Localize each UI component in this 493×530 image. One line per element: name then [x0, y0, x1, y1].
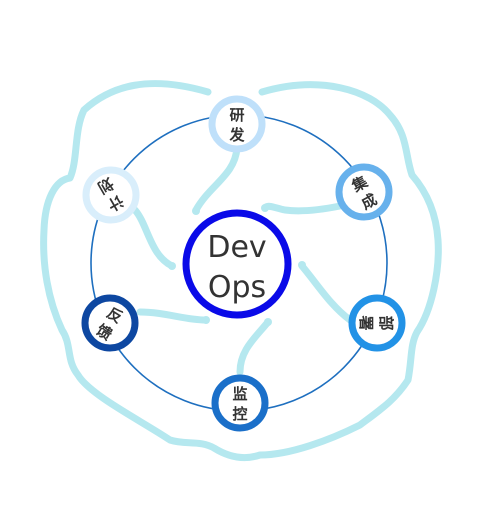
- node-ring: [81, 294, 139, 352]
- center-label-line1: Dev: [207, 230, 266, 265]
- node-label-char2: 署: [357, 314, 375, 330]
- node-label-char1: 监: [232, 385, 247, 403]
- node-label-char1: 部: [377, 315, 395, 330]
- node-label-char2: 控: [232, 405, 247, 423]
- connector-dot: [168, 262, 176, 270]
- node-ring: [335, 163, 393, 221]
- center-ring: [182, 209, 292, 319]
- node-plan[interactable]: 计 划: [82, 166, 140, 224]
- node-label-char1: 研: [229, 106, 244, 124]
- connectors: [131, 144, 354, 376]
- connector-integrate: [261, 202, 344, 215]
- node-dev[interactable]: 研 发: [208, 95, 266, 153]
- node-label-char2: 成: [358, 190, 380, 213]
- node-ring: [348, 294, 406, 352]
- connector-dot: [298, 261, 306, 269]
- connector-deploy: [298, 262, 354, 324]
- node-ring: [211, 374, 269, 432]
- connector-plan: [131, 206, 176, 270]
- node-ring: [82, 166, 140, 224]
- node-ring: [208, 95, 266, 153]
- node-monitor[interactable]: 监 控: [211, 374, 269, 432]
- outer-ring: [40, 80, 442, 462]
- node-feedback[interactable]: 反 馈: [81, 294, 139, 352]
- connector-dot: [264, 318, 272, 326]
- connector-monitor: [236, 318, 272, 376]
- node-deploy[interactable]: 部 署: [348, 294, 406, 352]
- center-label-line2: Ops: [208, 270, 266, 305]
- connector-dev: [192, 144, 241, 214]
- connector-dot: [192, 207, 200, 215]
- connector-dot: [261, 204, 269, 212]
- center-node-devops[interactable]: Dev Ops: [182, 209, 292, 319]
- node-label-char2: 发: [228, 126, 245, 144]
- connector-feedback: [136, 308, 210, 324]
- connector-dot: [202, 316, 210, 324]
- node-integrate[interactable]: 集 成: [335, 163, 393, 221]
